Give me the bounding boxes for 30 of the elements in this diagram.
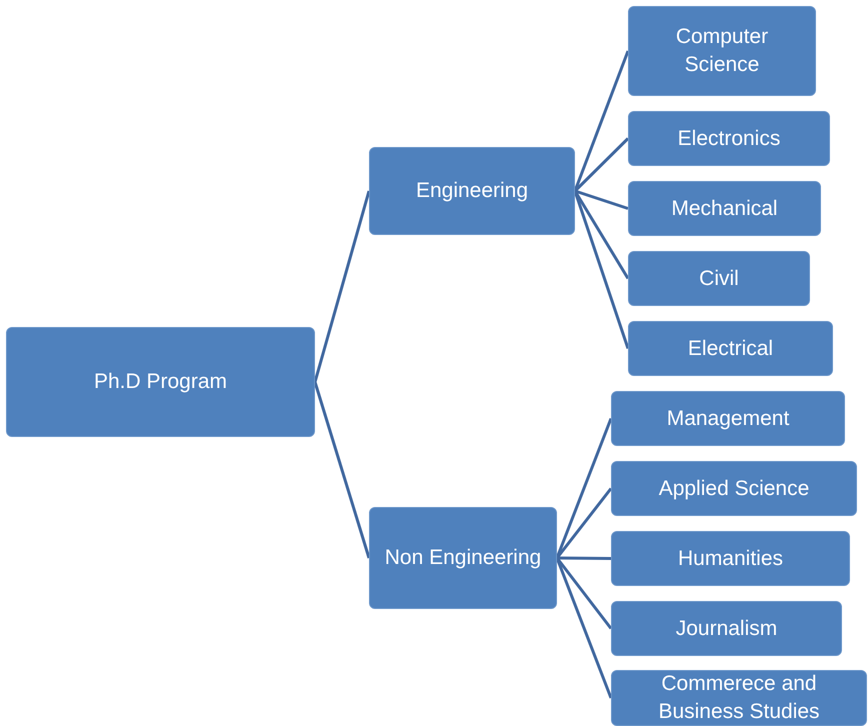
category-box (628, 6, 816, 96)
box-label: Non Engineering (384, 545, 542, 571)
box-label: Ph.D Program (94, 369, 228, 395)
category-box (369, 507, 557, 609)
box-label: Mechanical (671, 196, 778, 222)
box-label: Engineering (416, 178, 528, 204)
box-label: Management (666, 406, 790, 432)
connector-line (556, 556, 612, 560)
category-box (611, 461, 857, 516)
box-label: Commerece and Business Studies (657, 671, 821, 725)
box-label: Civil (699, 266, 739, 292)
connector-line (314, 382, 370, 558)
category-box (611, 531, 850, 586)
category-box (628, 181, 821, 236)
box-label: Journalism (676, 616, 778, 642)
box-label: Applied Science (658, 476, 810, 502)
category-box (611, 391, 845, 446)
category-box (611, 601, 842, 656)
connector-line (574, 190, 628, 210)
category-box (369, 147, 575, 235)
box-label: Electronics (678, 126, 780, 152)
connector-line (314, 190, 370, 382)
category-box (611, 670, 867, 726)
category-box (628, 111, 830, 166)
box-label: Electrical (688, 336, 774, 362)
category-box (6, 327, 315, 437)
box-label: Computer Science (674, 24, 770, 78)
category-box (628, 251, 810, 306)
category-box (628, 321, 833, 376)
box-label: Humanities (678, 546, 784, 572)
